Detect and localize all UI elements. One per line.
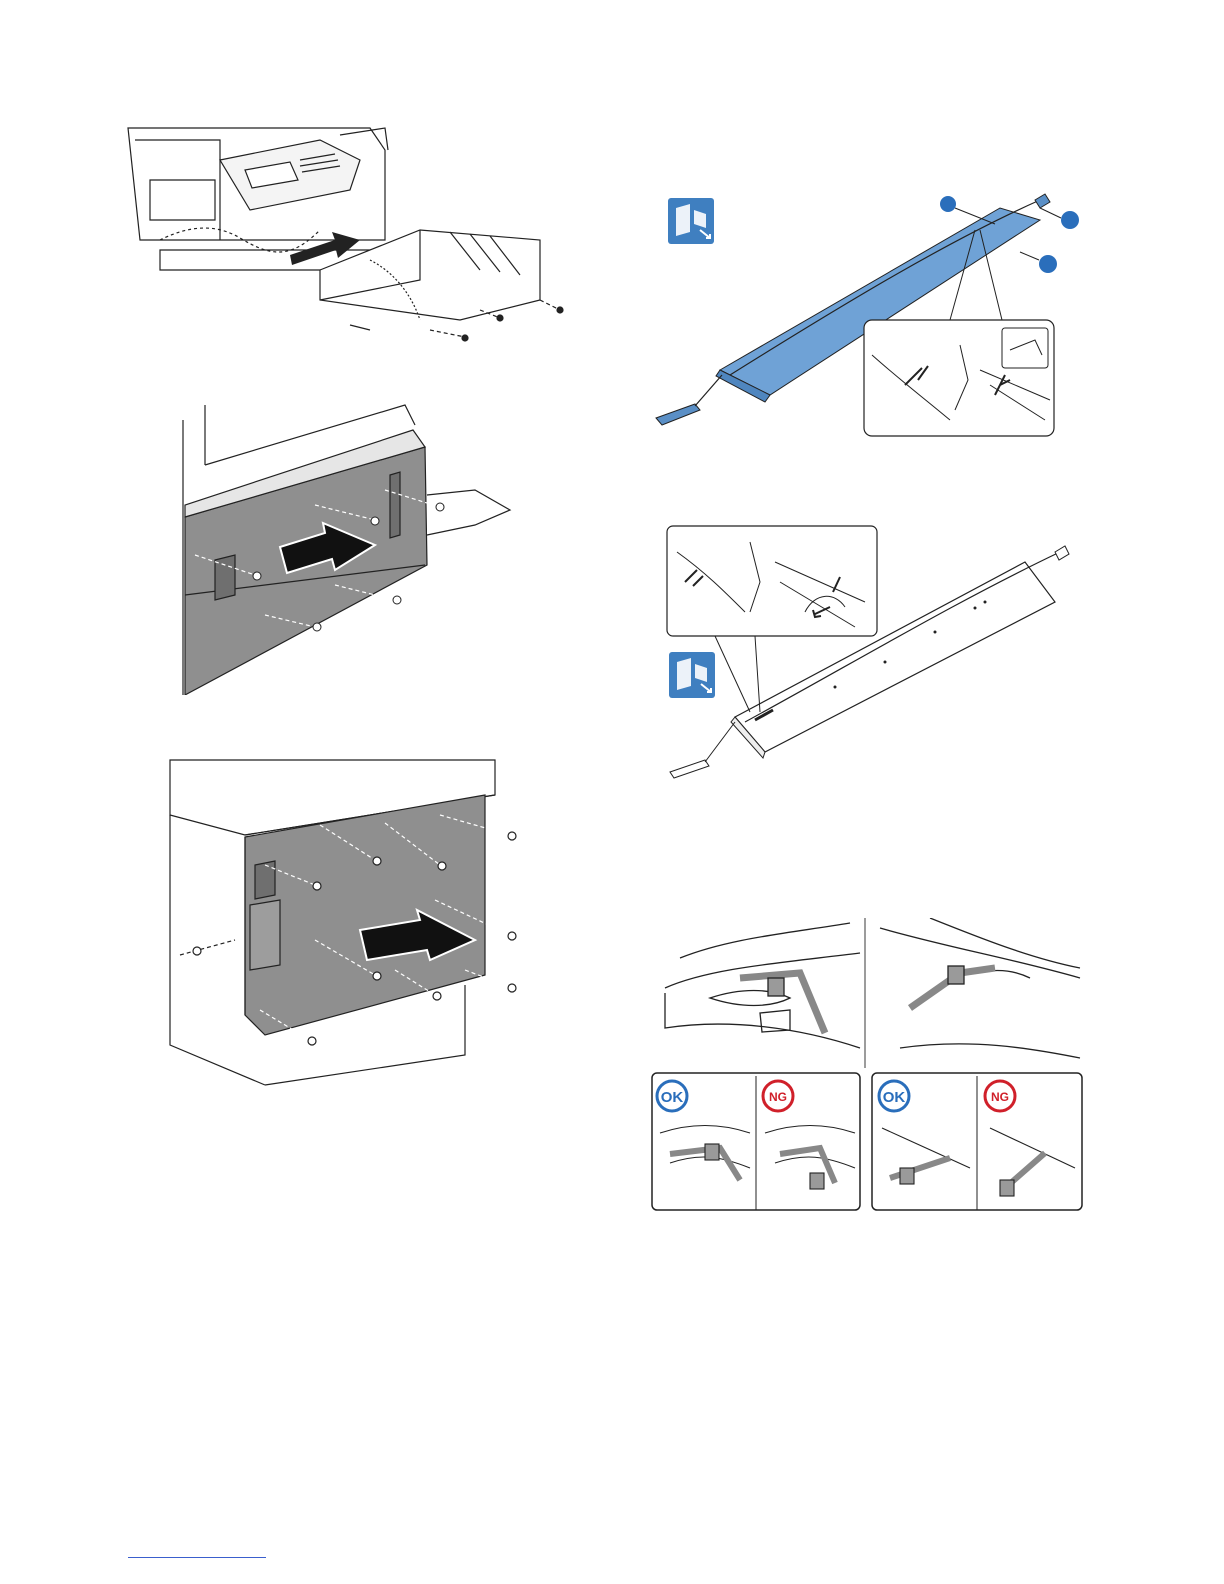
footer-rule bbox=[128, 1557, 266, 1558]
rail-detail-figure bbox=[655, 522, 1085, 782]
ng-label-1: NG bbox=[769, 1090, 787, 1104]
side-cover-figure bbox=[175, 395, 520, 695]
ok-label-2: OK bbox=[883, 1089, 906, 1106]
rear-cover-figure bbox=[165, 755, 530, 1090]
ok-label-1: OK bbox=[661, 1089, 684, 1106]
ng-label-2: NG bbox=[991, 1090, 1009, 1104]
cable-tie-figure: OK NG OK NG bbox=[650, 918, 1085, 1213]
rail-blue-figure bbox=[650, 180, 1090, 445]
exit-tray-figure bbox=[120, 120, 580, 350]
